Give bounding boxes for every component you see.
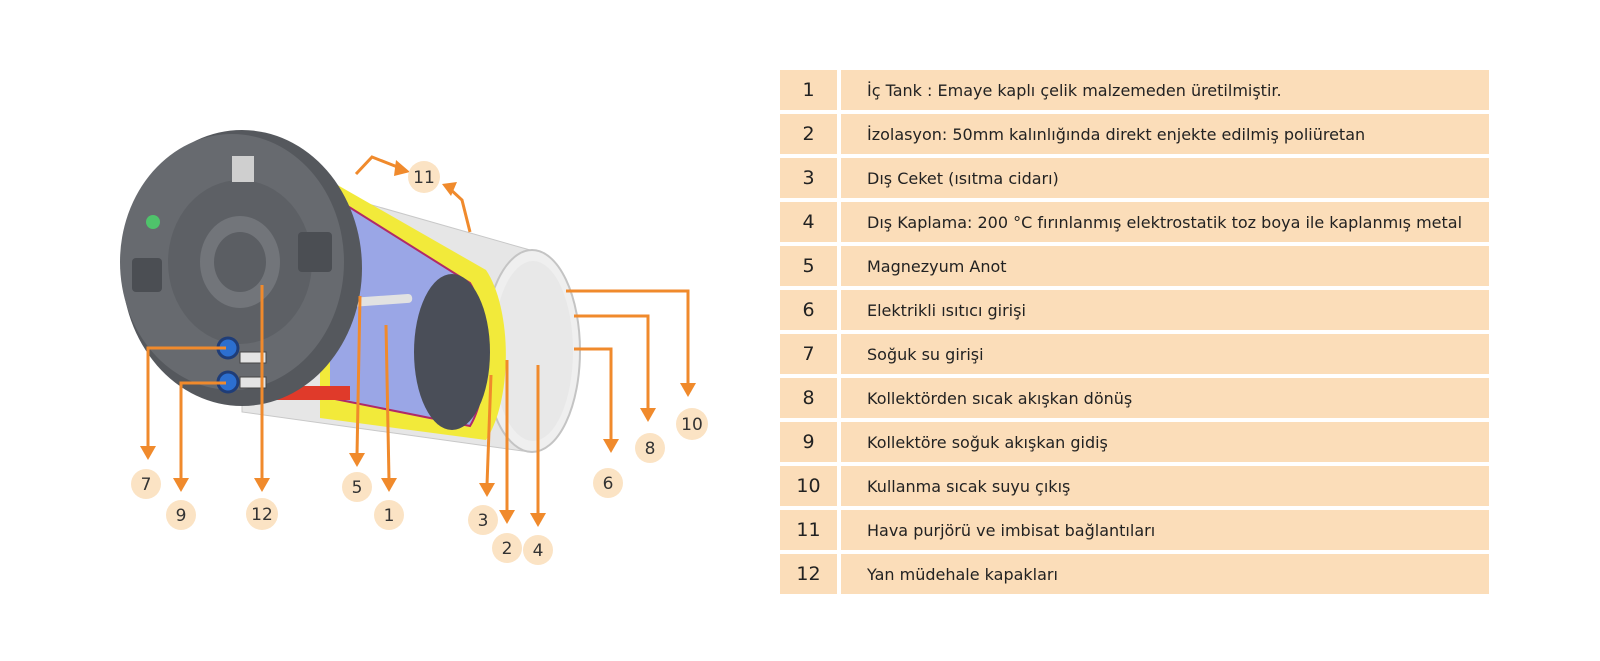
inner-tank-end [414, 274, 490, 430]
legend-description: Elektrikli ısıtıcı girişi [841, 290, 1489, 330]
callout-label: 4 [533, 541, 544, 561]
callout-9: 9 [166, 500, 196, 530]
legend-number: 2 [780, 114, 841, 154]
legend-number: 5 [780, 246, 841, 286]
legend-number: 10 [780, 466, 841, 506]
callout-1: 1 [374, 500, 404, 530]
component-legend-table: 1 İç Tank : Emaye kaplı çelik malzemeden… [780, 66, 1489, 598]
callout-11: 11 [408, 161, 440, 193]
leader-lines [140, 155, 696, 527]
legend-description: Kollektöre soğuk akışkan gidiş [841, 422, 1489, 462]
side-service-cover-left [132, 258, 162, 292]
callout-12: 12 [246, 498, 278, 530]
legend-description: Soğuk su girişi [841, 334, 1489, 374]
water-heater-diagram: 1 2 3 4 5 6 7 8 9 10 11 12 [0, 0, 740, 657]
legend-number: 8 [780, 378, 841, 418]
callout-5: 5 [342, 472, 372, 502]
callout-label: 9 [176, 506, 187, 526]
product-label [232, 156, 254, 182]
legend-row: 12 Yan müdehale kapakları [780, 554, 1489, 594]
callout-2: 2 [492, 533, 522, 563]
legend-description: Hava purjörü ve imbisat bağlantıları [841, 510, 1489, 550]
callout-label: 11 [413, 168, 435, 188]
legend-description: Magnezyum Anot [841, 246, 1489, 286]
legend-row: 10 Kullanma sıcak suyu çıkış [780, 466, 1489, 506]
callout-6: 6 [593, 468, 623, 498]
callout-3: 3 [468, 505, 498, 535]
legend-description: Dış Kaplama: 200 °C fırınlanmış elektros… [841, 202, 1489, 242]
callout-8: 8 [635, 433, 665, 463]
legend-description: Yan müdehale kapakları [841, 554, 1489, 594]
callout-label: 1 [384, 506, 395, 526]
callout-label: 8 [645, 439, 656, 459]
legend-description: Kullanma sıcak suyu çıkış [841, 466, 1489, 506]
magnesium-anode [350, 293, 413, 307]
callout-7: 7 [131, 469, 161, 499]
legend-description: Kollektörden sıcak akışkan dönüş [841, 378, 1489, 418]
legend-number: 9 [780, 422, 841, 462]
legend-description: İç Tank : Emaye kaplı çelik malzemeden ü… [841, 70, 1489, 110]
legend-number: 11 [780, 510, 841, 550]
legend-row: 1 İç Tank : Emaye kaplı çelik malzemeden… [780, 70, 1489, 110]
callout-4: 4 [523, 535, 553, 565]
callout-label: 6 [603, 474, 614, 494]
legend-row: 5 Magnezyum Anot [780, 246, 1489, 286]
legend-row: 4 Dış Kaplama: 200 °C fırınlanmış elektr… [780, 202, 1489, 242]
legend-row: 8 Kollektörden sıcak akışkan dönüş [780, 378, 1489, 418]
legend-row: 9 Kollektöre soğuk akışkan gidiş [780, 422, 1489, 462]
callout-label: 7 [141, 475, 152, 495]
legend-number: 6 [780, 290, 841, 330]
legend-number: 7 [780, 334, 841, 374]
callout-10: 10 [676, 408, 708, 440]
tank-end-cap [120, 130, 362, 406]
callout-label: 12 [251, 505, 273, 525]
legend-number: 4 [780, 202, 841, 242]
legend-row: 2 İzolasyon: 50mm kalınlığında direkt en… [780, 114, 1489, 154]
legend-description: Dış Ceket (ısıtma cidarı) [841, 158, 1489, 198]
legend-row: 3 Dış Ceket (ısıtma cidarı) [780, 158, 1489, 198]
legend-row: 7 Soğuk su girişi [780, 334, 1489, 374]
legend-number: 12 [780, 554, 841, 594]
tank-cutaway-illustration: 1 2 3 4 5 6 7 8 9 10 11 12 [120, 130, 708, 565]
callout-label: 10 [681, 415, 703, 435]
legend-number: 3 [780, 158, 841, 198]
indicator-light [146, 215, 160, 229]
legend-description: İzolasyon: 50mm kalınlığında direkt enje… [841, 114, 1489, 154]
callout-label: 5 [352, 478, 363, 498]
callout-label: 3 [478, 511, 489, 531]
legend-row: 6 Elektrikli ısıtıcı girişi [780, 290, 1489, 330]
legend-number: 1 [780, 70, 841, 110]
legend-row: 11 Hava purjörü ve imbisat bağlantıları [780, 510, 1489, 550]
callout-label: 2 [502, 539, 513, 559]
side-service-cover-right [298, 232, 332, 272]
